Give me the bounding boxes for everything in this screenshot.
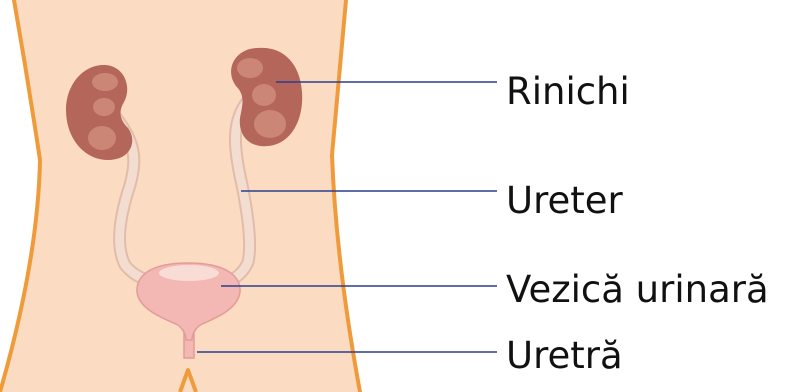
label-ureter: Ureter: [506, 179, 624, 222]
label-bladder: Vezică urinară: [506, 268, 769, 311]
label-urethra: Uretră: [506, 334, 623, 377]
torso-silhouette: [0, 0, 360, 392]
label-kidney: Rinichi: [506, 70, 630, 113]
